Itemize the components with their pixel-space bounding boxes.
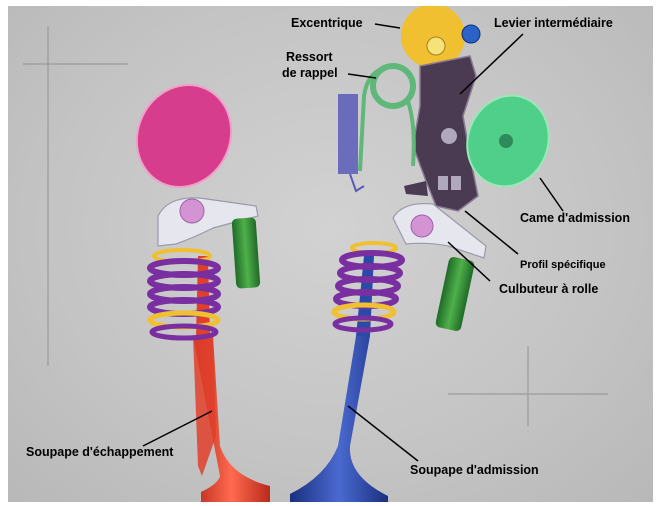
- crosshair-decoration-right: [448, 346, 608, 426]
- diagram-drawing: [8, 6, 653, 502]
- exhaust-roller: [180, 199, 204, 223]
- label-soupape-admission: Soupape d'admission: [410, 463, 539, 477]
- exhaust-tappet: [232, 217, 261, 289]
- leader-came: [540, 178, 563, 211]
- intake-roller: [411, 215, 433, 237]
- intake-tappet: [435, 256, 475, 332]
- leader-excentrique: [375, 24, 400, 28]
- label-excentrique: Excentrique: [291, 16, 363, 30]
- label-ressort-line2: de rappel: [282, 66, 338, 80]
- label-came-admission: Came d'admission: [520, 211, 630, 225]
- label-soupape-echappement: Soupape d'échappement: [26, 445, 173, 459]
- label-profil-specifique: Profil spécifique: [520, 259, 606, 272]
- leader-soupape-admission: [348, 406, 418, 461]
- label-ressort-line1: Ressort: [286, 50, 333, 64]
- diagram-canvas: Excentrique Levier intermédiaire Ressort…: [8, 6, 653, 502]
- label-levier-intermediaire: Levier intermédiaire: [494, 16, 613, 30]
- exhaust-valve: [193, 256, 270, 502]
- return-spring: [360, 66, 414, 171]
- intake-rocker: [393, 204, 486, 258]
- crosshair-decoration-left: [23, 26, 128, 366]
- exhaust-cam: [120, 69, 247, 202]
- label-culbuteur: Culbuteur à rolle: [499, 282, 598, 296]
